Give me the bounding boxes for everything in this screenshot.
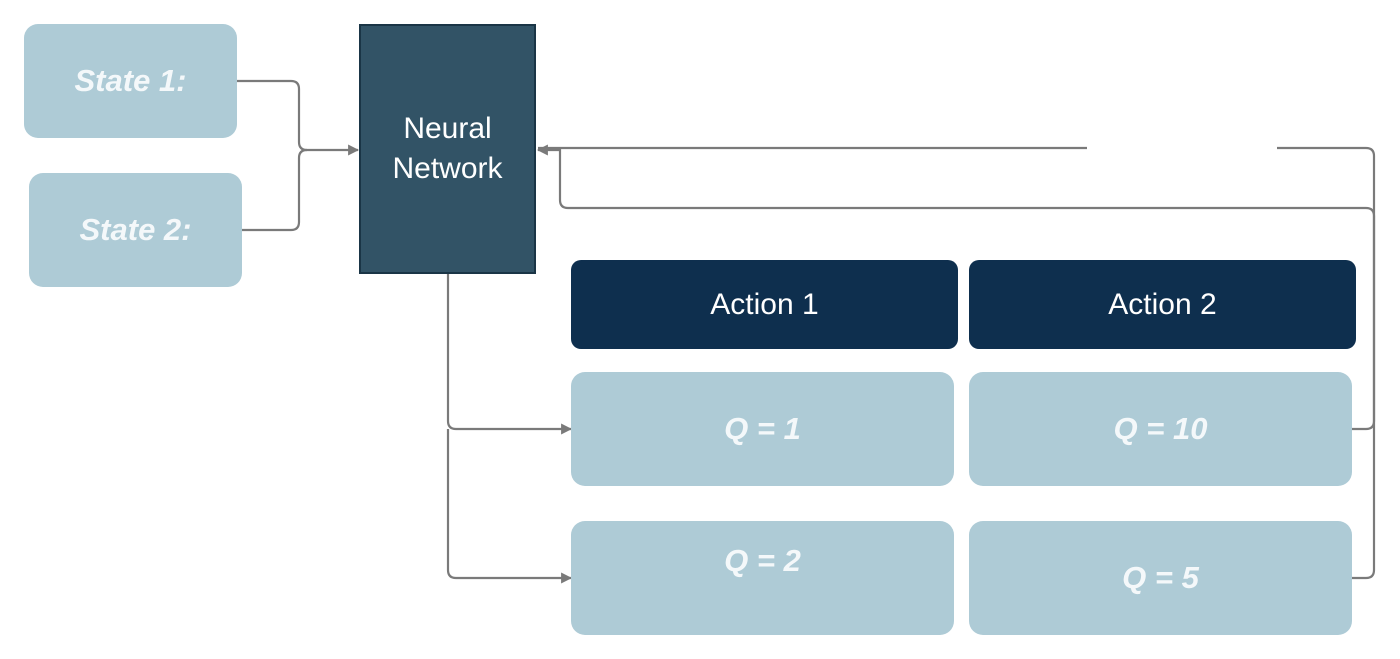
action-2-label: Action 2 [1108,287,1217,321]
connector-state1-to-network [237,79,360,156]
neural-network-label-line2: Network [392,152,503,185]
neural-network-box: Neural Network [359,24,536,274]
action-2-header: Action 2 [969,260,1356,349]
state-2-box: State 2: [29,173,242,287]
connector-q5-feedback [1277,146,1376,580]
q-value-label: Q = 5 [1122,560,1199,595]
action-1-header: Action 1 [571,260,958,349]
q-value-label: Q = 1 [724,411,801,446]
q-cell-state1-action1: Q = 1 [571,372,954,486]
q-cell-state1-action2: Q = 10 [969,372,1352,486]
q-value-label: Q = 10 [1113,411,1208,446]
connector-network-to-q-row1 [446,274,573,435]
connector-state2-to-network [242,148,308,232]
action-1-label: Action 1 [710,287,819,321]
state-1-label: State 1: [74,63,187,98]
neural-network-label-line1: Neural [403,112,492,145]
state-1-box: State 1: [24,24,237,138]
q-cell-state2-action1: Q = 2 [571,521,954,635]
state-2-label: State 2: [79,212,192,247]
connector-network-to-q-row2 [446,429,573,584]
q-cell-state2-action2: Q = 5 [969,521,1352,635]
connector-q10-feedback [536,144,1376,431]
q-value-label: Q = 2 [724,543,801,578]
